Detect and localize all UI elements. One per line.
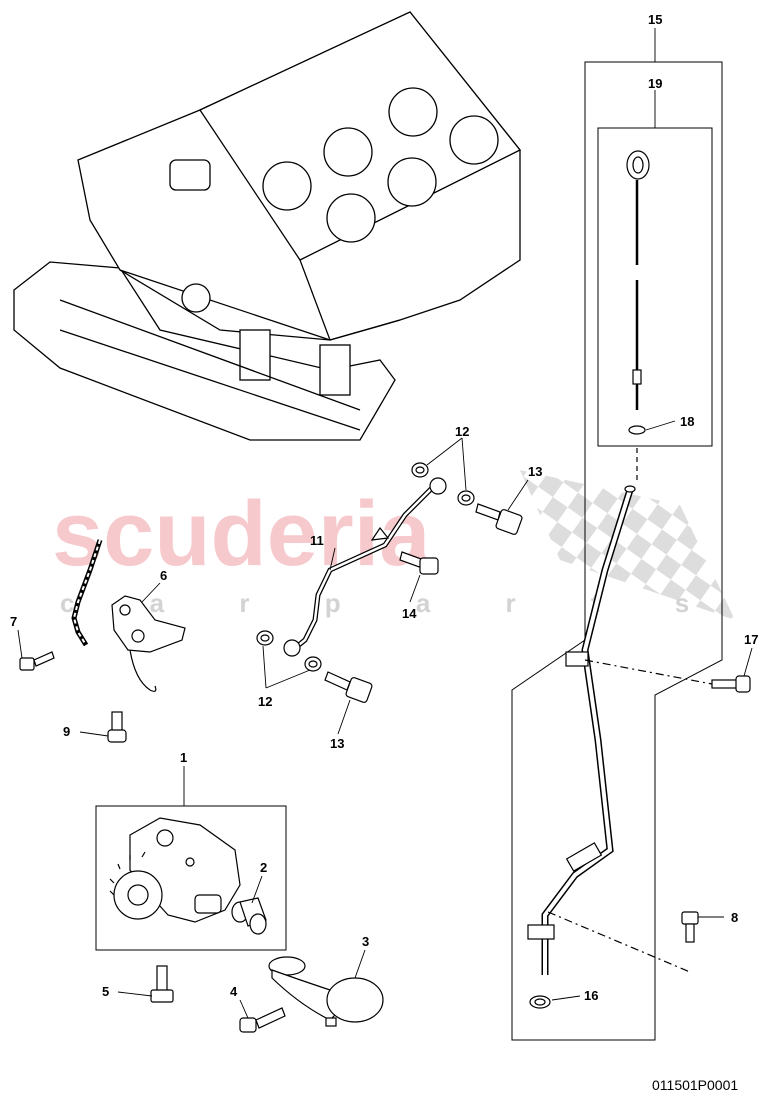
- callout-2: 2: [260, 860, 267, 875]
- callout-1: 1: [180, 750, 187, 765]
- callout-15: 15: [648, 12, 662, 27]
- callout-8: 8: [731, 910, 738, 925]
- callout-13-lower: 13: [330, 736, 344, 751]
- callout-3: 3: [362, 934, 369, 949]
- sealing-washer-icon: [256, 462, 475, 672]
- dipstick-guide-tube-icon: [527, 448, 713, 1009]
- watermark-tagline: c a r p a r t s: [60, 588, 723, 618]
- callout-19: 19: [648, 76, 662, 91]
- oil-pump-group-frame: [95, 805, 287, 951]
- callout-9: 9: [63, 724, 70, 739]
- watermark-brand: scuderia: [52, 483, 431, 585]
- callout-5: 5: [102, 984, 109, 999]
- callout-17: 17: [744, 632, 758, 647]
- bolt-5-icon: [150, 965, 174, 1003]
- pump-sleeve-icon: [231, 897, 267, 935]
- drive-chain-icon: [71, 539, 103, 647]
- callout-6: 6: [160, 568, 167, 583]
- banjo-bolt-icon: [324, 503, 523, 703]
- bolt-7-icon: [19, 651, 55, 671]
- dipstick-icon: [626, 150, 650, 435]
- callout-18: 18: [680, 414, 694, 429]
- callouts: 15 19 18 12 13 11 6 7 14 17 12 9 13 1 2 …: [10, 12, 758, 1003]
- reference-code: 011501P0001: [652, 1077, 738, 1093]
- callout-7: 7: [10, 614, 17, 629]
- callout-13-upper: 13: [528, 464, 542, 479]
- dipstick-group-frame: [511, 61, 723, 1041]
- chain-tensioner-icon: [111, 595, 186, 692]
- bolt-4-icon: [239, 1007, 286, 1033]
- oil-line-icon: [283, 477, 447, 657]
- bolt-17-icon: [711, 675, 751, 693]
- oil-pump-icon: [109, 817, 241, 923]
- dipstick-subgroup-frame: [597, 127, 713, 447]
- checker-flag-icon: [520, 470, 735, 620]
- callout-12-lower: 12: [258, 694, 272, 709]
- callout-12-upper: 12: [455, 424, 469, 439]
- leader-lines: [17, 28, 753, 1019]
- engine-block-icon: [13, 11, 522, 441]
- bolt-8-icon: [681, 911, 699, 943]
- bolt-9-icon: [107, 711, 127, 743]
- callout-16: 16: [584, 988, 598, 1003]
- oil-pickup-icon: [268, 956, 384, 1027]
- callout-14: 14: [402, 606, 417, 621]
- watermark: scuderia c a r p a r t s: [52, 470, 735, 620]
- callout-11: 11: [310, 533, 324, 548]
- callout-4: 4: [230, 984, 238, 999]
